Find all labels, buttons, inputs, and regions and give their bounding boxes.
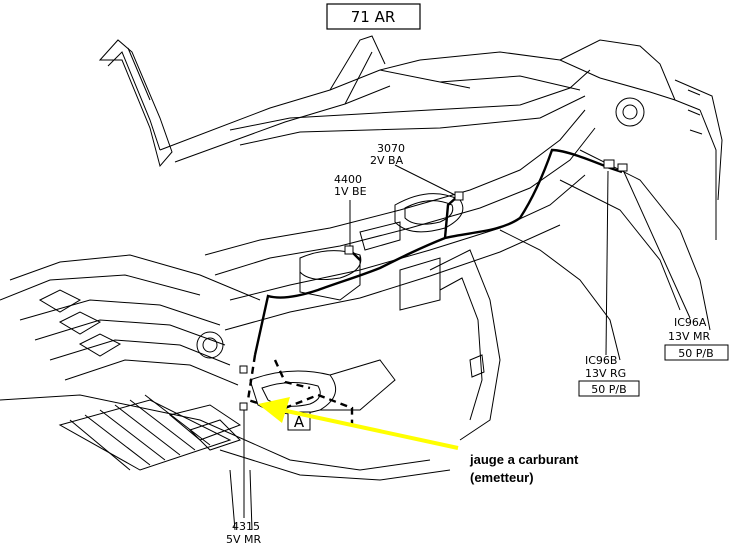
annotation-line-1: jauge a carburant [469, 452, 579, 467]
harness-dashed-tank [246, 354, 354, 430]
label-4315: 4315 5V MR [226, 520, 262, 546]
label-3070: 3070 2V BA [370, 142, 405, 167]
label-ic96b: IC96B 13V RG 50 P/B [578, 354, 640, 397]
label-ic96a-spec: 13V MR [668, 330, 711, 343]
wiring-harness [239, 148, 628, 430]
label-ic96a-code: IC96A [674, 316, 707, 329]
diagram-title: 71 AR [351, 8, 396, 26]
view-a-label: A [294, 413, 305, 431]
label-ic96a-ref: 50 P/B [678, 347, 713, 360]
label-4315-spec: 5V MR [226, 533, 262, 546]
label-ic96b-ref: 50 P/B [591, 383, 626, 396]
harness-dashed-tank-2 [273, 359, 311, 390]
annotation-arrow-shaft [281, 408, 459, 450]
annotation-arrow-head [258, 397, 290, 423]
leader-lines [243, 164, 691, 518]
label-4400-code: 4400 [334, 173, 362, 186]
harness-main [253, 148, 611, 356]
label-3070-spec: 2V BA [370, 154, 404, 167]
label-ic96b-spec: 13V RG [585, 367, 626, 380]
label-ic96a: IC96A 13V MR 50 P/B [664, 316, 729, 361]
diagram-title-box: 71 AR [326, 3, 421, 30]
body-structure [0, 35, 723, 531]
fuel-gauge-annotation: jauge a carburant (emetteur) [258, 397, 579, 485]
annotation-line-2: (emetteur) [470, 470, 534, 485]
label-4400-spec: 1V BE [334, 185, 367, 198]
label-4400: 4400 1V BE [334, 173, 367, 198]
label-3070-code: 3070 [377, 142, 405, 155]
label-ic96b-code: IC96B [585, 354, 617, 367]
label-4315-code: 4315 [232, 520, 260, 533]
harness-branch-3070 [443, 195, 459, 239]
